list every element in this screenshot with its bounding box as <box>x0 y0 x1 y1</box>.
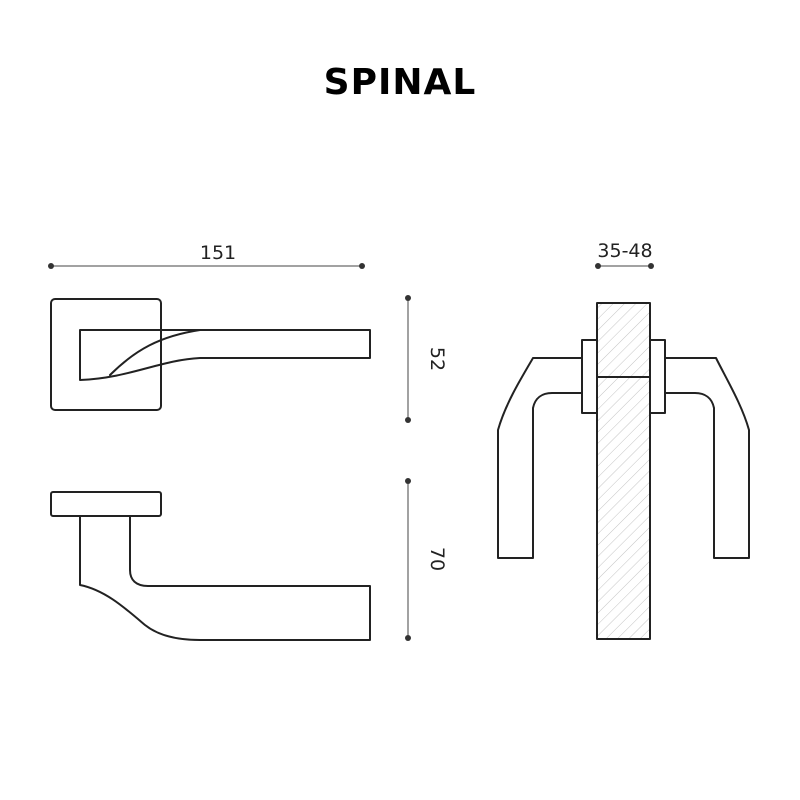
door-section-view <box>497 302 750 640</box>
dimension-length-start-dot <box>48 263 54 269</box>
right-rose-section <box>649 339 666 414</box>
side-view-lever <box>79 515 371 641</box>
front-view-lever <box>79 329 371 381</box>
dimension-door-thickness-right-dot <box>648 263 654 269</box>
product-title: SPINAL <box>323 62 477 103</box>
door-section <box>596 302 651 640</box>
door-section-hatch <box>597 303 650 639</box>
dimension-length: 151 <box>48 242 365 269</box>
front-view <box>50 298 371 411</box>
dimension-rose-height: 52 <box>405 295 448 423</box>
dimension-projection-top-dot <box>405 478 411 484</box>
right-handle-section <box>664 357 750 559</box>
side-view <box>50 491 371 641</box>
dimension-door-thickness-label: 35-48 <box>597 240 652 262</box>
left-handle-section <box>497 357 583 559</box>
dimension-rose-height-top-dot <box>405 295 411 301</box>
side-view-rose <box>50 491 162 517</box>
front-view-lever-edge <box>109 329 201 376</box>
dimension-door-thickness-left-dot <box>595 263 601 269</box>
dimension-projection-label: 70 <box>426 547 448 571</box>
dimension-projection-bottom-dot <box>405 635 411 641</box>
dimension-door-thickness: 35-48 <box>595 240 654 269</box>
dimension-length-label: 151 <box>200 242 236 264</box>
dimension-projection: 70 <box>405 478 448 641</box>
dimension-length-end-dot <box>359 263 365 269</box>
front-view-rose <box>50 298 162 411</box>
left-rose-section <box>581 339 598 414</box>
dimension-rose-height-label: 52 <box>426 347 448 371</box>
dimension-rose-height-bottom-dot <box>405 417 411 423</box>
